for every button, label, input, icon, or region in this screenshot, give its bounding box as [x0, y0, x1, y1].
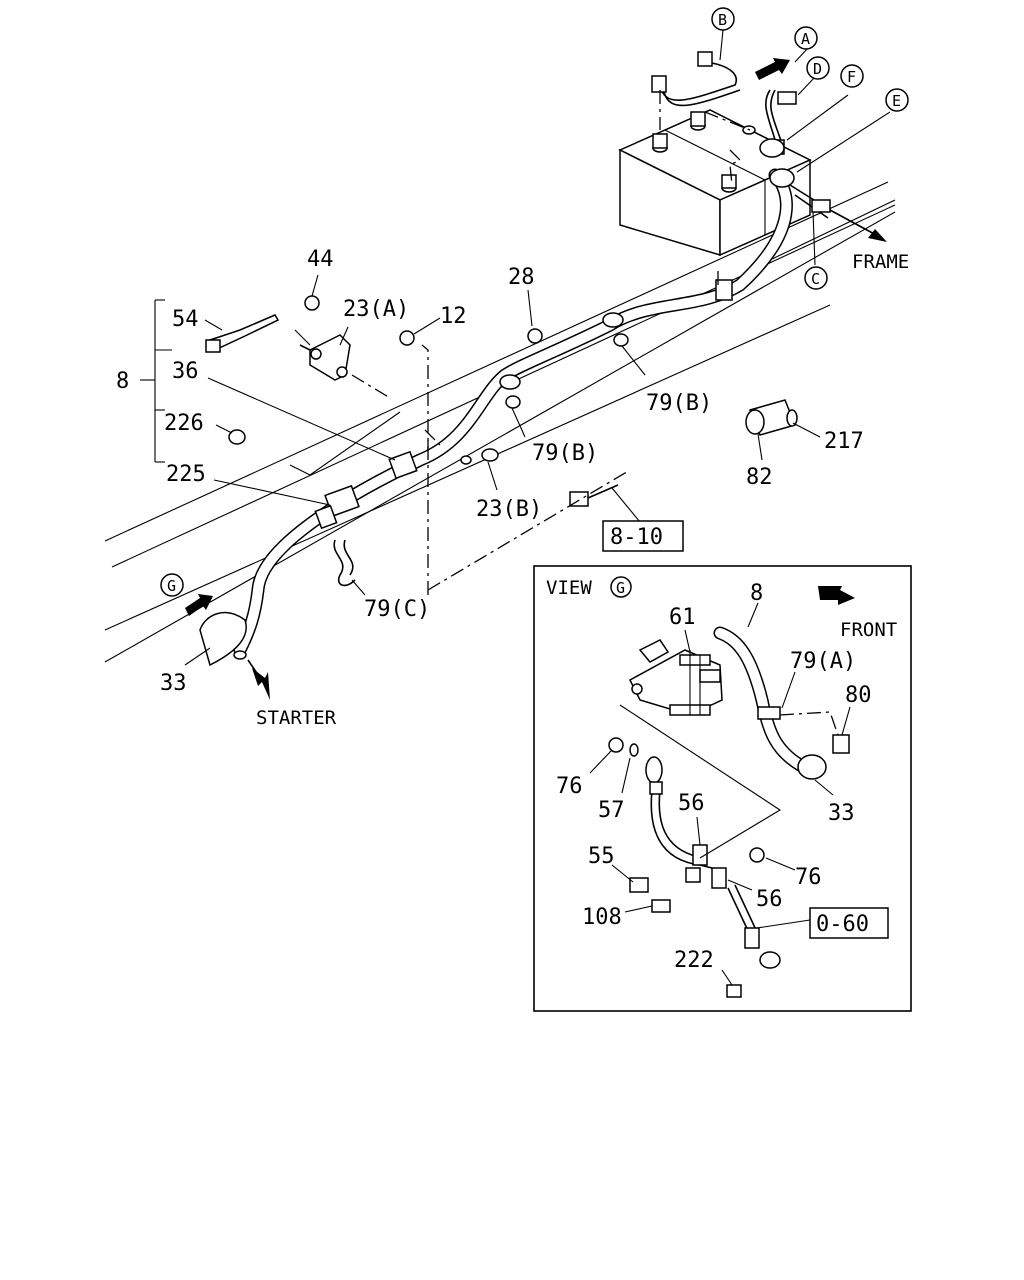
main-labels: 8 54 36 226 225 44 23(A) 12 28 79(B) 79(…: [116, 247, 909, 729]
circle-c-text: C: [811, 270, 820, 288]
view-g-label-76-upper: 76: [556, 774, 583, 799]
circle-f-text: F: [847, 68, 856, 86]
view-g-label-76-lower: 76: [795, 865, 822, 890]
circle-b: [711, 7, 735, 31]
clamps: [228, 138, 795, 465]
view-g-label-55: 55: [588, 844, 615, 869]
label-44: 44: [307, 247, 334, 272]
view-g-label-79a: 79(A): [790, 649, 856, 674]
label-23a: 23(A): [343, 297, 409, 322]
label-79c: 79(C): [364, 597, 430, 622]
circle-c: [804, 266, 828, 290]
view-g-label-8: 8: [750, 581, 763, 606]
label-frame: FRAME: [852, 251, 909, 273]
main-cable-8: [233, 168, 793, 657]
label-33-main: 33: [160, 671, 187, 696]
circle-g-text: G: [167, 577, 176, 595]
view-g-label-80: 80: [845, 683, 872, 708]
circle-e-text: E: [892, 92, 901, 110]
view-g-inset: VIEW G FRONT: [533, 565, 912, 1012]
view-g-label-56-lower: 56: [756, 887, 783, 912]
circle-a: [794, 26, 818, 50]
label-8: 8: [116, 369, 129, 394]
label-79b-upper: 79(B): [646, 391, 712, 416]
starter-cover-33: [199, 611, 247, 667]
view-g-circle: [610, 576, 632, 598]
label-226: 226: [164, 411, 204, 436]
label-82: 82: [746, 465, 773, 490]
view-g-title: VIEW: [546, 577, 592, 599]
bracket-23a: [299, 334, 351, 381]
label-54: 54: [172, 307, 199, 332]
circle-f: [840, 64, 864, 88]
clip-79c: [333, 539, 356, 587]
label-225: 225: [166, 462, 206, 487]
view-g-circle-text: G: [616, 579, 625, 597]
label-28: 28: [508, 265, 535, 290]
ref-box-8-10: [602, 520, 684, 552]
label-79b-lower: 79(B): [532, 441, 598, 466]
frame-ground-cable: [789, 184, 887, 242]
direction-arrows: [185, 58, 855, 700]
terminal-54: [205, 314, 280, 353]
label-12: 12: [440, 304, 467, 329]
label-ref-8-10: 8-10: [610, 525, 663, 550]
circle-e: [885, 88, 909, 112]
circle-a-text: A: [801, 30, 810, 48]
view-g-label-108: 108: [582, 905, 622, 930]
view-g-frame: [533, 565, 912, 1012]
view-g-label-57: 57: [598, 798, 625, 823]
label-217: 217: [824, 429, 864, 454]
connectors: [314, 450, 619, 530]
view-g-label-ref-0-60: 0-60: [816, 912, 869, 937]
label-starter: STARTER: [256, 707, 337, 729]
ref-box-0-60: [809, 907, 889, 939]
circle-g: [160, 573, 184, 597]
label-36: 36: [172, 359, 199, 384]
view-g-label-56-upper: 56: [678, 791, 705, 816]
circle-d: [806, 56, 830, 80]
view-g-label-33: 33: [828, 801, 855, 826]
view-g-label-222: 222: [674, 948, 714, 973]
label-23b: 23(B): [476, 497, 542, 522]
view-g-front: FRONT: [840, 619, 897, 641]
part-82-217: [745, 399, 798, 436]
view-g-label-61: 61: [669, 605, 696, 630]
circled-letters: B A D F E C G: [160, 7, 909, 597]
circle-d-text: D: [813, 60, 822, 78]
leader-lines: [140, 29, 891, 666]
circle-b-text: B: [718, 11, 727, 29]
